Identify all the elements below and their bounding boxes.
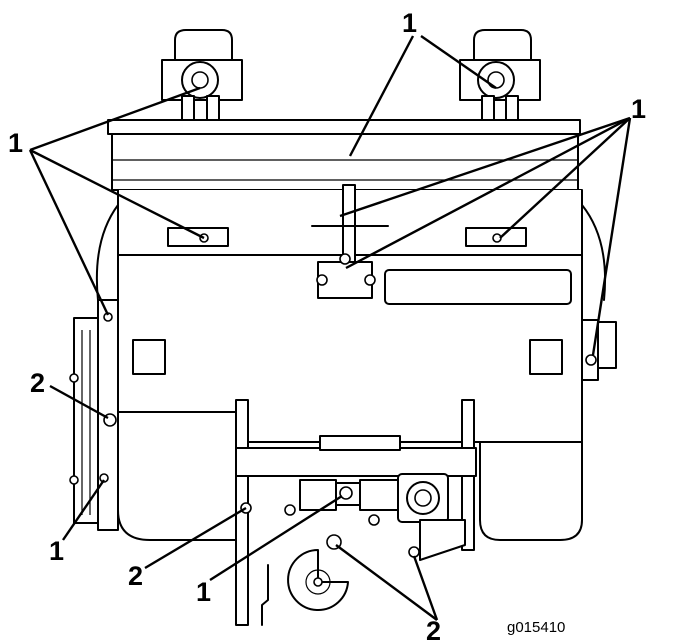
gearbox <box>235 435 477 561</box>
callout-top-center: 1 <box>402 8 417 38</box>
upper-frame-tube <box>107 119 581 191</box>
center-adjuster <box>311 184 389 299</box>
right-side-bracket <box>581 319 617 381</box>
callout-left-middle: 2 <box>30 368 45 398</box>
callout-bottom-left-2: 2 <box>128 561 143 591</box>
callout-top-right: 1 <box>631 94 646 124</box>
figure-id: g015410 <box>507 619 565 636</box>
callout-left-upper: 1 <box>8 128 23 158</box>
callout-bottom-center-1: 1 <box>196 577 211 607</box>
callout-left-lower: 1 <box>49 536 64 566</box>
callout-bottom-right-2: 2 <box>426 616 441 642</box>
depth-wheel <box>261 549 349 626</box>
leader-lines <box>28 35 632 621</box>
